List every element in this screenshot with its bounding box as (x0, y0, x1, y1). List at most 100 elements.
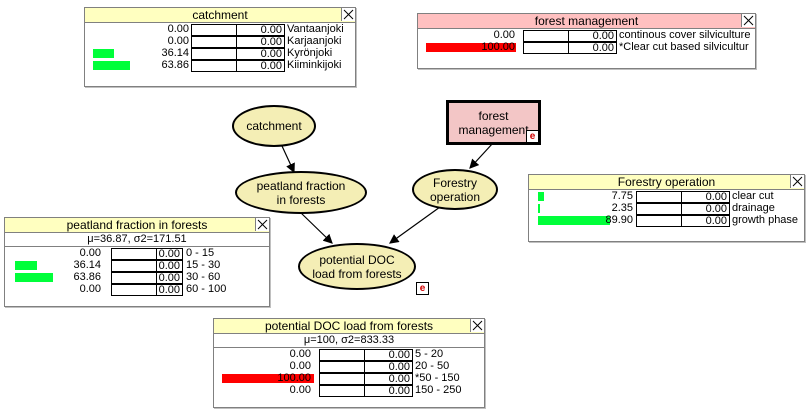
monitor-peatland-fraction[interactable]: peatland fraction in forests μ=36.87, σ2… (4, 217, 270, 307)
evidence-value: 0.00 (158, 284, 180, 296)
evidence-field[interactable]: 0.00 (523, 30, 617, 42)
state-label: drainage (732, 202, 775, 214)
evidence-value: 0.00 (705, 191, 727, 203)
evidence-icon[interactable]: e (526, 130, 539, 143)
node-catchment[interactable]: catchment (232, 105, 316, 147)
evidence-field[interactable]: 0.00 (191, 24, 285, 36)
probability-bar (538, 204, 540, 213)
field-divider (156, 249, 157, 259)
probability-bar (222, 374, 314, 383)
probability-value: 7.75 (611, 190, 633, 202)
probability-value: 100.00 (277, 372, 311, 384)
evidence-field[interactable]: 0.00 (523, 42, 617, 54)
field-divider (681, 192, 682, 202)
node-label: peatland fraction in forests (256, 178, 346, 207)
close-icon[interactable] (790, 175, 804, 188)
monitor-title-bar[interactable]: catchment (85, 8, 355, 23)
close-icon[interactable] (741, 14, 755, 27)
evidence-field[interactable]: 0.00 (111, 260, 183, 272)
evidence-field[interactable]: 0.00 (111, 284, 183, 296)
close-icon[interactable] (341, 8, 355, 21)
evidence-field[interactable]: 0.00 (636, 203, 730, 215)
probability-value: 63.86 (73, 271, 101, 283)
evidence-value: 0.00 (260, 24, 282, 36)
edge-peatland-to-doc (299, 211, 333, 244)
state-row[interactable]: 7.75 0.00 clear cut (529, 190, 804, 203)
state-label: 30 - 60 (186, 271, 221, 283)
probability-bar (426, 43, 516, 52)
probability-bar (538, 192, 544, 201)
evidence-field[interactable]: 0.00 (191, 60, 285, 72)
evidence-field[interactable]: 0.00 (319, 385, 413, 397)
evidence-value: 0.00 (592, 30, 614, 42)
probability-value: 36.14 (73, 259, 101, 271)
probability-bar (538, 216, 610, 225)
field-divider (236, 61, 237, 71)
node-peatland-fraction[interactable]: peatland fraction in forests (235, 171, 367, 214)
field-divider (236, 37, 237, 47)
field-divider (364, 350, 365, 360)
state-label: *Clear cut based silvicultur (619, 41, 749, 53)
node-forestry-operation[interactable]: Forestry operation (412, 169, 498, 210)
state-label: *50 - 150 (415, 372, 460, 384)
evidence-field[interactable]: 0.00 (191, 48, 285, 60)
node-label: Forestry operation (429, 175, 481, 204)
state-row[interactable]: 63.86 0.00 30 - 60 (5, 271, 269, 284)
evidence-field[interactable]: 0.00 (636, 215, 730, 227)
evidence-field[interactable]: 0.00 (111, 248, 183, 260)
monitor-doc-load[interactable]: potential DOC load from forests μ=100, σ… (213, 318, 485, 408)
node-label: potential DOC load from forests (312, 252, 402, 281)
state-label: continous cover silviculture (619, 29, 751, 41)
probability-bar (15, 261, 37, 270)
evidence-value: 0.00 (592, 42, 614, 54)
state-row[interactable]: 100.00 0.00*50 - 150 (214, 372, 484, 385)
monitor-title-bar[interactable]: Forestry operation (529, 175, 804, 190)
close-icon[interactable] (470, 319, 484, 332)
monitor-title-bar[interactable]: peatland fraction in forests (5, 218, 269, 233)
node-doc-load[interactable]: potential DOC load from forests (298, 243, 416, 290)
field-divider (681, 204, 682, 214)
evidence-field[interactable]: 0.00 (191, 36, 285, 48)
evidence-icon[interactable]: e (416, 282, 429, 295)
state-label: clear cut (732, 190, 774, 202)
evidence-field[interactable]: 0.00 (111, 272, 183, 284)
monitor-title-bar[interactable]: forest management (418, 14, 755, 29)
evidence-field[interactable]: 0.00 (319, 373, 413, 385)
monitor-stats: μ=100, σ2=833.33 (214, 334, 484, 348)
evidence-field[interactable]: 0.00 (319, 361, 413, 373)
monitor-title-bar[interactable]: potential DOC load from forests (214, 319, 484, 334)
evidence-value: 0.00 (158, 272, 180, 284)
probability-value: 63.86 (161, 59, 189, 71)
evidence-field[interactable]: 0.00 (636, 191, 730, 203)
node-forest-management[interactable]: forest management e (446, 100, 541, 145)
probability-value: 2.35 (611, 202, 633, 214)
evidence-field[interactable]: 0.00 (319, 349, 413, 361)
evidence-value: 0.00 (158, 248, 180, 260)
evidence-value: 0.00 (705, 203, 727, 215)
state-row[interactable]: 2.35 0.00 drainage (529, 202, 804, 215)
close-icon[interactable] (255, 218, 269, 231)
evidence-value: 0.00 (260, 60, 282, 72)
probability-value: 0.00 (289, 360, 311, 372)
